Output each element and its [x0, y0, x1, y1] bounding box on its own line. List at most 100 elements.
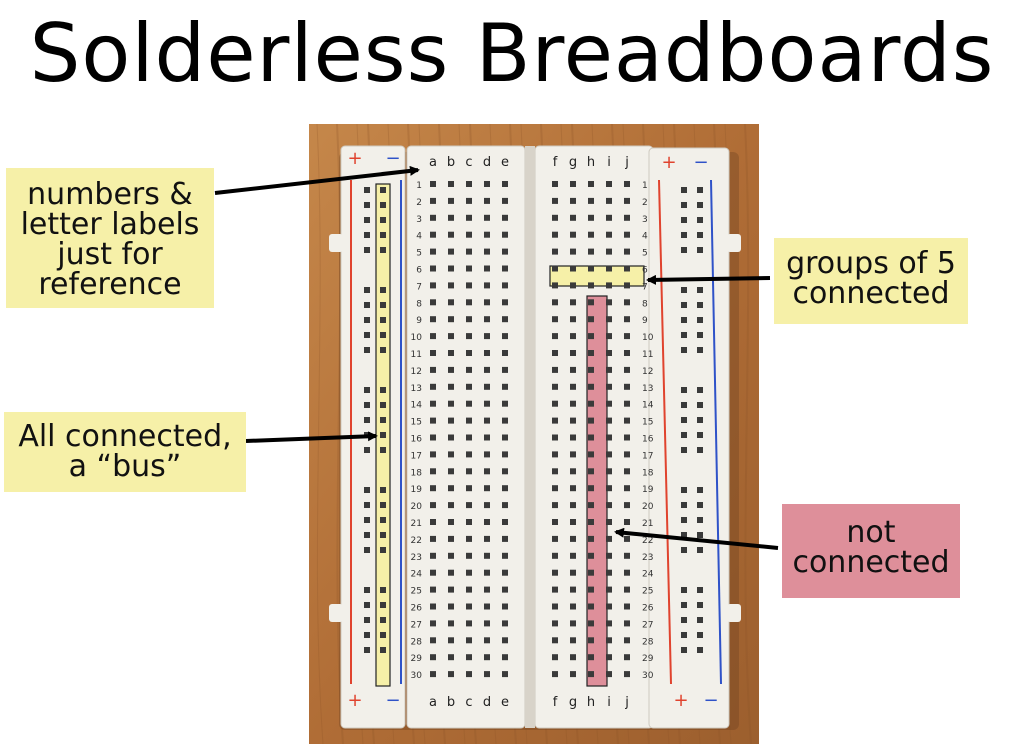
terminal-hole [466, 654, 472, 661]
row-number-right: 25 [642, 587, 653, 597]
row-number-right: 16 [642, 435, 654, 445]
rail-hole [681, 532, 687, 538]
rail-hole [364, 302, 370, 308]
terminal-hole [588, 366, 594, 373]
rail-hole [681, 217, 687, 223]
groups-callout-line: connected [792, 276, 950, 311]
terminal-hole [552, 603, 558, 610]
terminal-hole [430, 383, 436, 390]
rail-hole [364, 287, 370, 293]
terminal-hole [502, 586, 508, 593]
terminal-hole [448, 417, 454, 424]
terminal-hole [502, 671, 508, 678]
row-number-left: 5 [416, 249, 422, 259]
terminal-hole [484, 620, 490, 627]
terminal-hole [430, 586, 436, 593]
rail-hole [681, 602, 687, 608]
column-letter-bottom: i [607, 695, 611, 710]
row-number-left: 10 [411, 333, 423, 343]
terminal-hole [502, 417, 508, 424]
terminal-hole [430, 603, 436, 610]
terminal-hole [502, 400, 508, 407]
rail-hole [380, 332, 386, 338]
terminal-hole [570, 586, 576, 593]
terminal-hole [624, 502, 630, 509]
row-number-left: 8 [416, 299, 422, 309]
row-number-left: 6 [416, 266, 422, 276]
terminal-hole [448, 231, 454, 238]
rail-hole [364, 402, 370, 408]
terminal-hole [430, 350, 436, 356]
terminal-hole [606, 434, 612, 441]
rail-hole [364, 232, 370, 238]
breadboard [329, 145, 741, 729]
terminal-hole [588, 451, 594, 458]
terminal-hole [588, 620, 594, 627]
terminal-hole [502, 502, 508, 509]
rail-hole [697, 332, 703, 338]
terminal-hole [552, 485, 558, 492]
terminal-hole [606, 265, 612, 272]
rail-hole [681, 187, 687, 193]
terminal-hole [606, 502, 612, 509]
column-letter-bottom: c [465, 695, 472, 710]
row-number-right: 10 [642, 333, 654, 343]
terminal-hole [448, 333, 454, 340]
terminal-hole [502, 299, 508, 306]
rail-hole [380, 547, 386, 553]
row-number-right: 2 [642, 198, 648, 208]
row-number-right: 30 [642, 671, 654, 681]
board-tab [329, 234, 343, 252]
board-tab [727, 234, 741, 252]
terminal-hole [606, 197, 612, 204]
terminal-hole [624, 316, 630, 323]
labels-callout-line: numbers & [27, 177, 193, 212]
rail-hole [697, 247, 703, 253]
rail-hole [380, 532, 386, 538]
groups-callout: groups of 5 connected [774, 238, 968, 324]
row-number-right: 24 [642, 570, 654, 580]
board-tab [727, 604, 741, 622]
row-number-right: 13 [642, 384, 653, 394]
rail-hole [697, 587, 703, 593]
terminal-hole [484, 181, 490, 187]
terminal-hole [552, 333, 558, 340]
terminal-hole [448, 248, 454, 255]
terminal-hole [624, 603, 630, 610]
terminal-hole [570, 333, 576, 340]
terminal-hole [466, 214, 472, 221]
terminal-hole [484, 299, 490, 306]
rail-hole [697, 317, 703, 323]
terminal-hole [588, 350, 594, 356]
terminal-hole [466, 333, 472, 340]
terminal-hole [606, 552, 612, 559]
row-number-right: 5 [642, 249, 648, 259]
terminal-hole [552, 434, 558, 441]
labels-callout-line: letter labels [20, 207, 200, 242]
rail-plus-label: + [661, 152, 676, 173]
terminal-hole [484, 231, 490, 238]
terminal-hole [466, 586, 472, 593]
terminal-hole [552, 468, 558, 475]
terminal-hole [484, 654, 490, 661]
terminal-hole [484, 468, 490, 475]
terminal-hole [606, 366, 612, 373]
terminal-hole [588, 519, 594, 525]
terminal-hole [588, 248, 594, 255]
labels-callout: numbers & letter labels just for referen… [6, 168, 214, 308]
terminal-hole [606, 603, 612, 610]
terminal-hole [466, 282, 472, 289]
right-blue-rail-line [710, 179, 722, 685]
rail-minus-label: − [385, 690, 400, 711]
rail-hole [380, 247, 386, 253]
rail-hole [380, 202, 386, 208]
terminal-hole [570, 366, 576, 373]
bus-callout-line: a “bus” [68, 449, 182, 484]
row-number-right: 9 [642, 316, 648, 326]
rail-hole [364, 247, 370, 253]
terminal-hole [570, 265, 576, 272]
terminal-hole [624, 620, 630, 627]
terminal-hole [502, 654, 508, 661]
terminal-hole [430, 299, 436, 306]
